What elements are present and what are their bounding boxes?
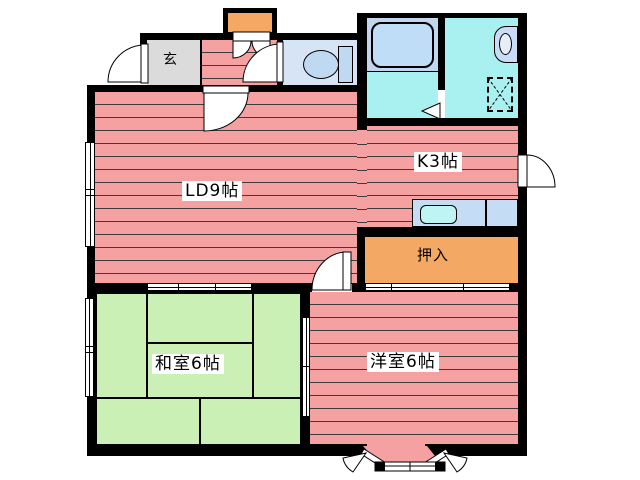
entrance-floor — [147, 40, 202, 85]
wall — [200, 40, 202, 85]
bay-window-cap-left — [375, 462, 385, 471]
bathtub — [371, 22, 434, 68]
wall — [518, 13, 527, 456]
sliding-door-japanese-top — [147, 283, 252, 291]
window-tick — [86, 189, 94, 190]
wash-basin-bowl — [499, 33, 512, 55]
sliding-door-closet — [365, 283, 510, 291]
storage-box-fill — [228, 13, 272, 32]
window-line — [366, 287, 509, 288]
wall — [357, 13, 367, 130]
washing-machine-space — [487, 77, 513, 112]
wall — [87, 85, 365, 92]
wall — [87, 283, 527, 292]
label-closet: 押入 — [417, 246, 450, 264]
wall — [357, 230, 365, 292]
label-kitchen: K3帖 — [414, 152, 462, 173]
bay-window-glass — [374, 461, 446, 472]
wall — [357, 227, 518, 237]
window-tick — [391, 284, 392, 290]
toilet-tank — [338, 46, 353, 83]
window-line — [89, 299, 90, 396]
wall — [357, 13, 527, 18]
kitchen-back-door-swing — [526, 154, 556, 188]
wall — [140, 33, 365, 40]
sliding-door-japanese-western — [302, 317, 310, 417]
tatami-line — [252, 294, 254, 399]
window-tick — [86, 352, 93, 353]
wall — [277, 40, 283, 85]
window-tick — [215, 284, 216, 290]
wall — [438, 18, 445, 90]
window-tick — [178, 284, 179, 290]
kitchen-sink — [420, 205, 457, 224]
window-tick — [86, 195, 94, 196]
window-line — [306, 318, 307, 416]
wall — [357, 118, 518, 126]
living-dining-floor-strip — [357, 130, 367, 283]
bathroom-floor-lower — [367, 72, 438, 118]
tatami-line — [97, 397, 300, 399]
tatami-line — [146, 294, 148, 399]
wash-basin — [494, 26, 518, 63]
closet-floor — [365, 237, 518, 283]
wall — [425, 444, 527, 456]
toilet-bowl — [303, 50, 339, 79]
window-line — [148, 287, 251, 288]
window-tick — [303, 366, 309, 367]
window-living-left — [85, 142, 95, 247]
window-tick — [86, 346, 93, 347]
window-tick — [463, 284, 464, 290]
tatami-line — [146, 342, 254, 344]
wall — [87, 85, 95, 456]
label-entrance: 玄 — [163, 52, 178, 68]
window-line — [90, 143, 91, 246]
hallway-floor — [202, 40, 277, 85]
tatami-line — [199, 397, 201, 445]
window-japanese-left — [85, 298, 94, 397]
bay-window-cap-right — [435, 462, 445, 471]
label-japanese-room: 和室6帖 — [152, 354, 224, 375]
label-living-dining: LD9帖 — [182, 181, 243, 202]
front-door-swing — [107, 44, 146, 83]
closet-door-end — [510, 283, 518, 292]
wall — [140, 33, 147, 45]
counter-divider — [485, 200, 487, 226]
wall — [87, 444, 367, 456]
label-western-room: 洋室6帖 — [367, 352, 439, 373]
